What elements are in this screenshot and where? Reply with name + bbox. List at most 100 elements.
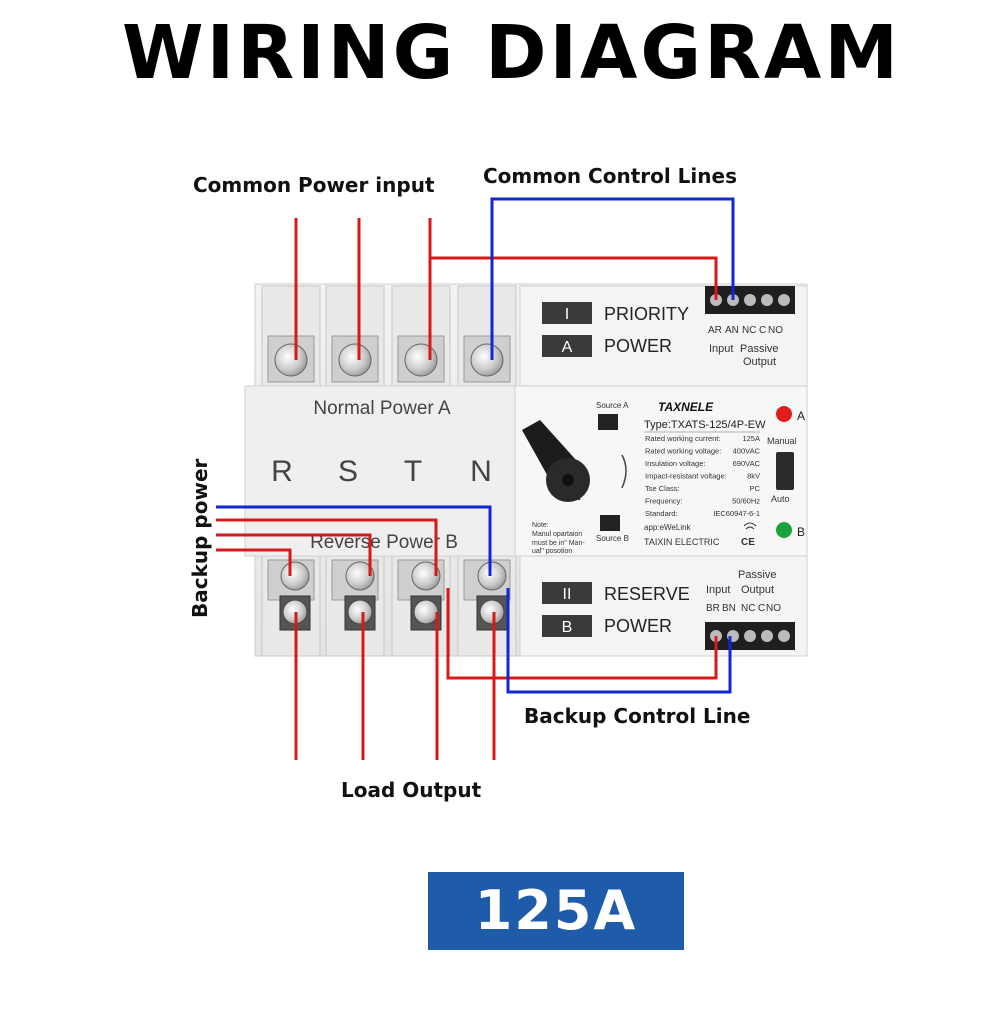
- phase-label-n: N: [470, 455, 492, 488]
- spec-value: PC: [750, 484, 761, 493]
- screw-icon: [479, 599, 505, 625]
- screw-icon: [470, 343, 504, 377]
- note-line: ual" posotion: [532, 548, 572, 555]
- common-control-lines-label: Common Control Lines: [483, 164, 737, 188]
- source-a-label: Source A: [596, 401, 629, 410]
- spec-value: 400VAC: [733, 447, 761, 456]
- terminal-label-passive: Passive: [738, 569, 777, 581]
- wires: [216, 197, 735, 760]
- page-title: WIRING DIAGRAM: [122, 10, 901, 96]
- reserve-sub-code: B: [562, 619, 573, 636]
- terminal-label-ar: AR: [708, 325, 722, 336]
- screw-icon: [338, 343, 372, 377]
- screw-icon: [477, 561, 507, 591]
- auto-label: Auto: [771, 494, 790, 504]
- spec-key: Standard:: [645, 509, 678, 518]
- wiring-diagram: Normal Power A Reverse Power B R S T N I…: [216, 197, 808, 760]
- screw-icon: [347, 599, 373, 625]
- backup-control-line-label: Backup Control Line: [524, 704, 751, 728]
- terminal-label-br: BR: [706, 603, 720, 614]
- spec-value: 125A: [742, 434, 760, 443]
- spec-key: Impact-resistant voltage:: [645, 472, 727, 481]
- reverse-power-b-label: Reverse Power B: [310, 532, 458, 553]
- spec-value: 8kV: [747, 472, 760, 481]
- wire-control-ar: [430, 256, 718, 300]
- screw-icon: [274, 343, 308, 377]
- screw-icon: [411, 561, 441, 591]
- source-b-window: [600, 515, 620, 531]
- screw-icon: [280, 561, 310, 591]
- wire-backup-r: [216, 548, 292, 576]
- spec-table: Rated working current: 125A Rated working …: [645, 434, 761, 518]
- reserve-power-label: POWER: [604, 616, 672, 636]
- brand-logo: TAXNELE: [658, 400, 714, 414]
- manual-auto-switch[interactable]: [776, 452, 794, 490]
- terminal-label-no: NO: [768, 325, 783, 336]
- reserve-label: RESERVE: [604, 584, 690, 604]
- spec-value: 50/60Hz: [732, 497, 760, 506]
- spec-key: Insulation voltage:: [645, 459, 705, 468]
- normal-power-a-label: Normal Power A: [313, 398, 451, 419]
- terminal-label-no: NO: [766, 603, 781, 614]
- backup-power-label: Backup power: [188, 458, 212, 618]
- reserve-code: II: [563, 586, 572, 603]
- phase-label-t: T: [404, 455, 422, 488]
- manual-label: Manual: [767, 436, 797, 446]
- indicator-a-label: A: [797, 409, 805, 423]
- phase-label-r: R: [271, 455, 293, 488]
- wire-backup-s: [216, 533, 372, 576]
- priority-code: I: [565, 306, 569, 323]
- terminal-label-output: Output: [743, 356, 776, 368]
- spec-key: Rated working current:: [645, 434, 720, 443]
- terminal-label-output: Output: [741, 584, 774, 596]
- reserve-sub-box: [542, 615, 592, 637]
- spec-value: IEC60947-6-1: [713, 509, 760, 518]
- wire-backup-n: [216, 505, 492, 576]
- terminal-label-c: C: [758, 603, 765, 614]
- indicator-a-light: [776, 406, 792, 422]
- upper-terminal-block: [261, 285, 517, 387]
- note-line: Note:: [532, 522, 549, 529]
- terminal-label-c: C: [759, 325, 766, 336]
- app-label: app:eWeLink: [644, 523, 692, 532]
- lower-terminal-block: [261, 555, 517, 657]
- spec-key: Frequency:: [645, 497, 683, 506]
- terminal-label-an: AN: [725, 325, 739, 336]
- terminal-label-passive: Passive: [740, 343, 779, 355]
- common-power-input-label: Common Power input: [193, 173, 435, 197]
- spec-value: 690VAC: [733, 459, 761, 468]
- spec-key: Rated working voltage:: [645, 447, 721, 456]
- priority-sub-code: A: [562, 339, 573, 356]
- rating-badge: 125A 4P: [428, 872, 684, 1020]
- note-line: must be in" Man-: [532, 540, 585, 547]
- priority-code-box: [542, 302, 592, 324]
- spec-key: Tse Class:: [645, 484, 680, 493]
- reserve-code-box: [542, 582, 592, 604]
- source-a-window: [598, 414, 618, 430]
- screw-icon: [413, 599, 439, 625]
- screw-icon: [345, 561, 375, 591]
- load-output-label: Load Output: [341, 778, 482, 802]
- maker-label: TAIXIN ELECTRIC: [644, 537, 720, 547]
- source-b-label: Source B: [596, 534, 629, 543]
- priority-label: PRIORITY: [604, 304, 689, 324]
- terminal-label-nc: NC: [741, 603, 755, 614]
- wire-backup-t: [216, 518, 438, 576]
- indicator-b-label: B: [797, 525, 805, 539]
- model-type: Type:TXATS-125/4P-EW: [644, 419, 766, 431]
- note-line: Manul opartaion: [532, 531, 582, 538]
- phase-label-s: S: [338, 455, 358, 488]
- priority-power-label: POWER: [604, 336, 672, 356]
- rotary-handle-icon[interactable]: [522, 420, 590, 502]
- wire-backup-control-bn: [506, 588, 732, 694]
- ats-device: Normal Power A Reverse Power B R S T N I…: [244, 283, 808, 657]
- terminal-label-nc: NC: [742, 325, 756, 336]
- wire-backup-control-br: [446, 588, 718, 680]
- screw-icon: [404, 343, 438, 377]
- wire-control-an: [490, 197, 735, 360]
- terminal-label-input: Input: [709, 343, 733, 355]
- rotate-arrow-icon: [621, 454, 627, 489]
- indicator-b-light: [776, 522, 792, 538]
- terminal-label-bn: BN: [722, 603, 736, 614]
- wifi-icon: [743, 522, 757, 530]
